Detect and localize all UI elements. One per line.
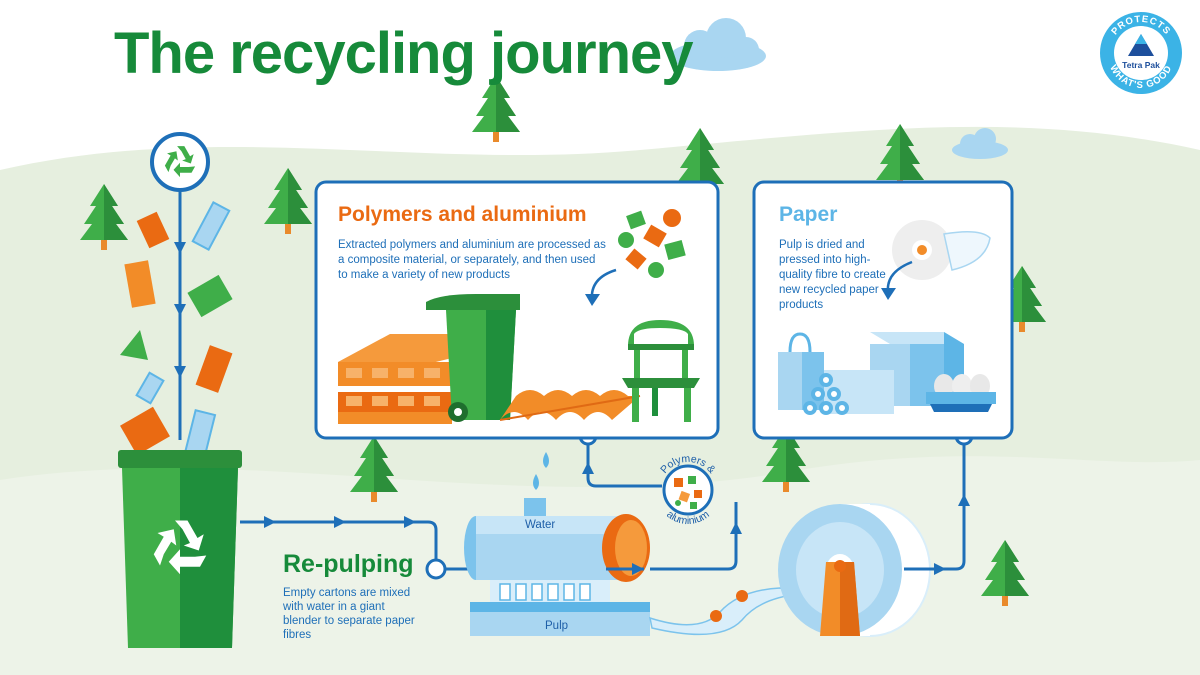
recycle-icon [164, 146, 196, 178]
water-drop-icon [533, 474, 539, 490]
page-title: The recycling journey [114, 21, 694, 86]
pallet-icon [338, 334, 452, 424]
polymers-heading: Polymers and aluminium [338, 203, 587, 226]
paper-tubes-icon [803, 370, 894, 415]
recycling-bin-icon [118, 450, 242, 648]
svg-text:Tetra Pak: Tetra Pak [1122, 60, 1160, 70]
falling-cartons [120, 200, 233, 459]
water-label: Water [525, 519, 556, 531]
polymers-aluminium-bubble [662, 464, 714, 516]
blender-tank [464, 452, 650, 636]
polymer-pieces-icon [618, 209, 686, 278]
paper-description: Pulp is dried and pressed into high-qual… [779, 239, 886, 311]
cloud-icon [670, 18, 766, 71]
repulping-description: Empty cartons are mixed with water in a … [283, 587, 415, 641]
flow-line-roll-to-paper [904, 442, 966, 571]
wheelie-bin-icon [426, 294, 520, 422]
roof-tiles-icon [499, 390, 641, 421]
chair-icon [622, 320, 700, 422]
tetra-pak-logo: PROTECTS WHAT'S GOOD Tetra Pak [1098, 10, 1184, 96]
egg-carton-icon [926, 374, 996, 412]
water-drop-icon [543, 452, 549, 468]
cloud-icon [952, 128, 1008, 159]
pulp-label: Pulp [545, 620, 569, 632]
paper-heading: Paper [779, 203, 838, 226]
flow-line-drop [150, 132, 210, 440]
bubble-label-bottom: aluminium [664, 508, 712, 527]
paper-roll-icon [778, 503, 931, 637]
repulping-heading: Re-pulping [283, 550, 414, 578]
polymers-description: Extracted polymers and aluminium are pro… [338, 239, 606, 281]
